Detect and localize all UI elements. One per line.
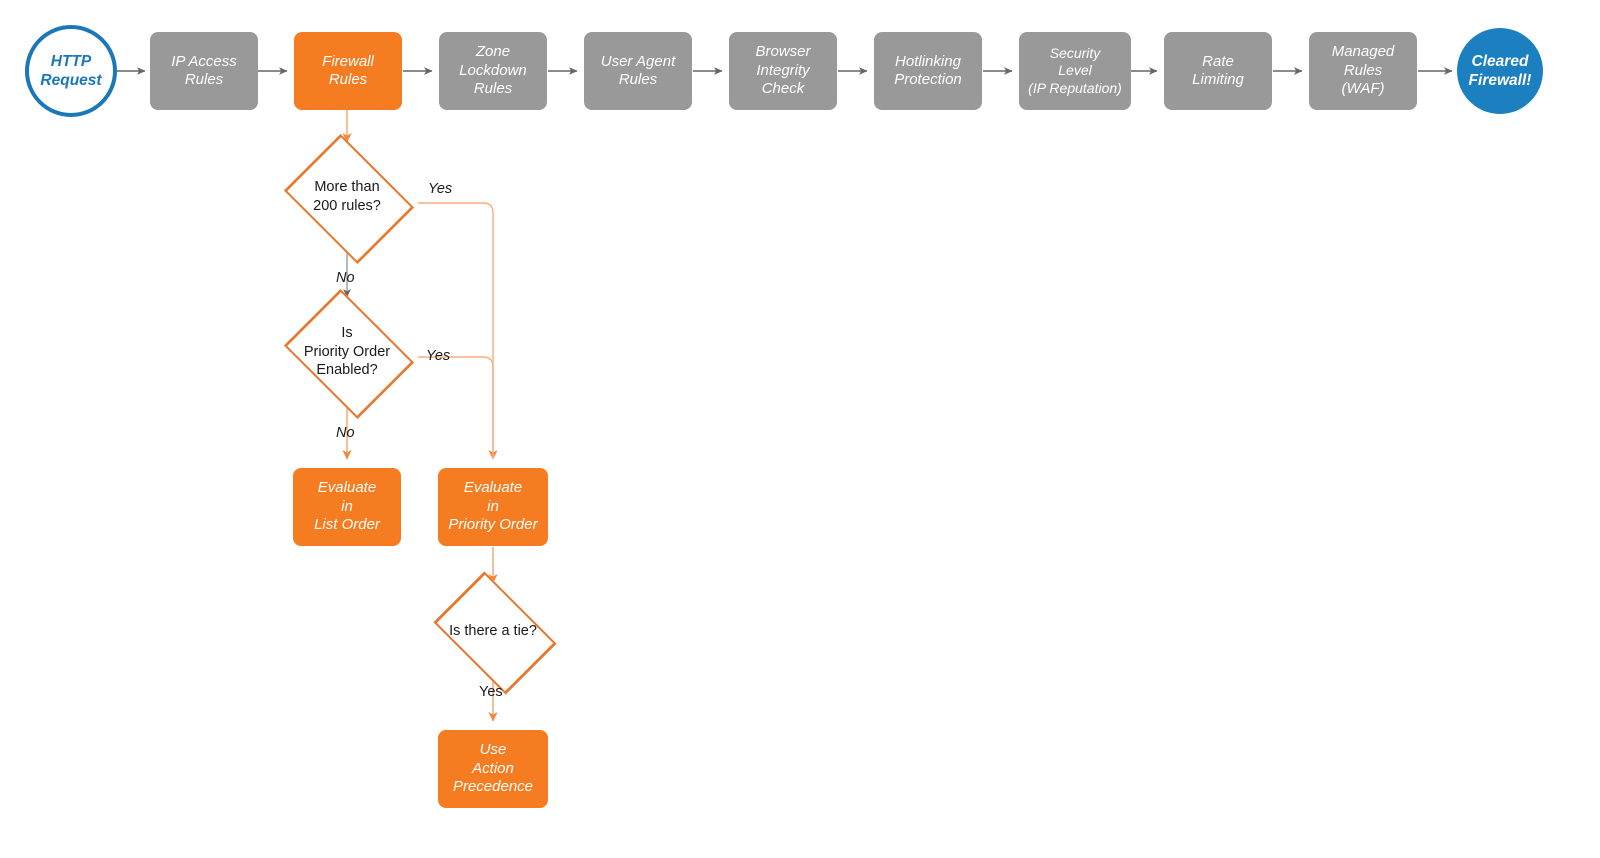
node-label: Is Priority Order Enabled?	[303, 325, 391, 379]
node-browser-integrity-check[interactable]: Browser Integrity Check	[729, 32, 837, 110]
node-label: IP Access Rules	[171, 52, 237, 88]
node-rate-limiting[interactable]: Rate Limiting	[1164, 32, 1272, 110]
node-label: User Agent Rules	[600, 52, 676, 88]
edge-label-priority-order-yes: Yes	[426, 348, 451, 364]
edge-label-more-than-200-no: No	[336, 270, 355, 286]
node-cleared-firewall[interactable]: Cleared Firewall!	[1457, 28, 1543, 114]
node-label: More than 200 rules?	[313, 179, 381, 214]
node-label: HTTP Request	[40, 52, 102, 89]
node-firewall-rules[interactable]: Firewall Rules	[294, 32, 402, 110]
node-is-priority-order-enabled[interactable]: Is Priority Order Enabled?	[277, 288, 417, 420]
node-label: Firewall Rules	[322, 52, 374, 88]
node-security-level[interactable]: Security Level (IP Reputation)	[1019, 32, 1131, 110]
node-label: Evaluate in Priority Order	[448, 479, 538, 534]
node-is-there-a-tie[interactable]: Is there a tie?	[423, 571, 563, 695]
node-more-than-200-rules[interactable]: More than 200 rules?	[277, 133, 417, 265]
node-label: Rate Limiting	[1192, 52, 1244, 88]
node-label: Is there a tie?	[449, 622, 537, 639]
edge-label-more-than-200-yes: Yes	[428, 181, 453, 197]
node-evaluate-in-priority-order[interactable]: Evaluate in Priority Order	[438, 468, 548, 546]
node-ip-access-rules[interactable]: IP Access Rules	[150, 32, 258, 110]
node-label: Browser Integrity Check	[755, 43, 811, 98]
node-hotlinking-protection[interactable]: Hotlinking Protection	[874, 32, 982, 110]
node-label: Use Action Precedence	[452, 741, 534, 796]
node-label: Evaluate in List Order	[314, 479, 380, 534]
node-zone-lockdown-rules[interactable]: Zone Lockdown Rules	[439, 32, 547, 110]
edge-label-priority-order-no: No	[336, 425, 355, 441]
node-managed-rules-waf[interactable]: Managed Rules (WAF)	[1309, 32, 1417, 110]
node-label: Hotlinking Protection	[894, 52, 962, 88]
node-evaluate-in-list-order[interactable]: Evaluate in List Order	[293, 468, 401, 546]
node-http-request[interactable]: HTTP Request	[25, 25, 117, 117]
node-label: Security Level (IP Reputation)	[1028, 45, 1122, 96]
node-label: Zone Lockdown Rules	[459, 43, 527, 98]
node-label: Managed Rules (WAF)	[1331, 43, 1395, 98]
node-user-agent-rules[interactable]: User Agent Rules	[584, 32, 692, 110]
node-use-action-precedence[interactable]: Use Action Precedence	[438, 730, 548, 808]
edge-label-tie-yes: Yes	[479, 684, 503, 700]
node-label: Cleared Firewall!	[1468, 52, 1532, 89]
